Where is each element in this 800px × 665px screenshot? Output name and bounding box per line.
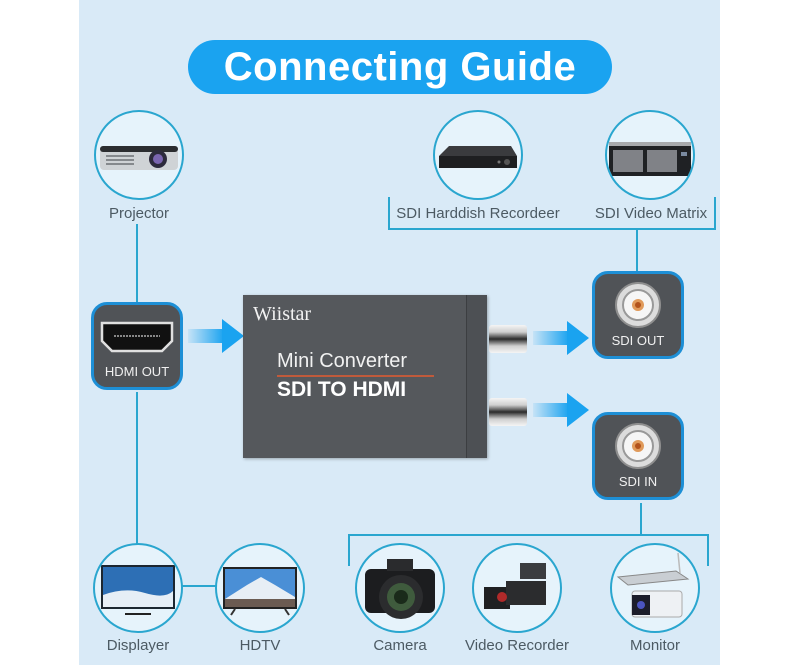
converter-side-panel xyxy=(466,295,487,458)
converter-model-name: Mini Converter xyxy=(277,350,408,372)
sdi-in-label: SDI IN xyxy=(618,474,658,489)
connector-line xyxy=(714,197,716,229)
sdi-recorder-label: SDI Harddish Recordeer xyxy=(396,205,560,222)
video-matrix-icon xyxy=(609,142,691,176)
connector-line xyxy=(388,197,390,229)
sdi-matrix-device xyxy=(605,110,695,200)
hdtv-device xyxy=(215,543,305,633)
connector-line xyxy=(348,534,350,566)
displayer-device xyxy=(93,543,183,633)
sdi-out-label: SDI OUT xyxy=(611,333,665,348)
connector-line xyxy=(640,503,642,535)
arrow-right-icon xyxy=(533,393,589,427)
hdmi-port-icon xyxy=(100,321,174,353)
projector-icon xyxy=(100,146,178,170)
camcorder-icon xyxy=(484,563,546,609)
connector-line xyxy=(388,228,716,230)
hdmi-out-label: HDMI OUT xyxy=(104,364,170,379)
hdtv-label: HDTV xyxy=(239,637,281,654)
displayer-label: Displayer xyxy=(106,637,170,654)
connector-line xyxy=(636,229,638,271)
video-recorder-device xyxy=(472,543,562,633)
tv-icon xyxy=(223,567,297,616)
video-recorder-label: Video Recorder xyxy=(465,637,569,654)
converter-divider xyxy=(277,375,434,377)
connector-line xyxy=(348,534,709,536)
sdi-out-port: SDI OUT xyxy=(592,271,684,359)
connector-line xyxy=(136,392,138,552)
arrow-right-icon xyxy=(533,321,589,355)
brand-logo: Wiistar xyxy=(253,303,312,325)
hdmi-out-port: HDMI OUT xyxy=(91,302,183,390)
camera-icon xyxy=(365,559,435,619)
connector-line xyxy=(707,534,709,566)
page-title: Connecting Guide xyxy=(188,40,612,94)
connector-line xyxy=(180,585,218,587)
projector-label: Projector xyxy=(108,205,170,222)
sdi-recorder-device xyxy=(433,110,523,200)
sdi-matrix-label: SDI Video Matrix xyxy=(594,205,708,222)
monitor-device xyxy=(610,543,700,633)
converter-function: SDI TO HDMI xyxy=(277,378,407,401)
connector-line xyxy=(136,224,138,304)
camera-device xyxy=(355,543,445,633)
projector-device xyxy=(94,110,184,200)
monitor-display-icon xyxy=(101,565,175,615)
monitor-label: Monitor xyxy=(629,637,681,654)
dvr-recorder-icon xyxy=(439,146,517,168)
bnc-port-icon xyxy=(615,282,661,328)
camera-label: Camera xyxy=(373,637,427,654)
arrow-right-icon xyxy=(188,319,244,353)
bnc-connector-icon xyxy=(489,398,527,426)
bnc-connector-icon xyxy=(489,325,527,353)
sdi-to-hdmi-converter: Wiistar Mini Converter SDI TO HDMI xyxy=(243,295,487,458)
bnc-port-icon xyxy=(615,423,661,469)
sdi-in-port: SDI IN xyxy=(592,412,684,500)
security-camera-icon xyxy=(616,552,690,618)
